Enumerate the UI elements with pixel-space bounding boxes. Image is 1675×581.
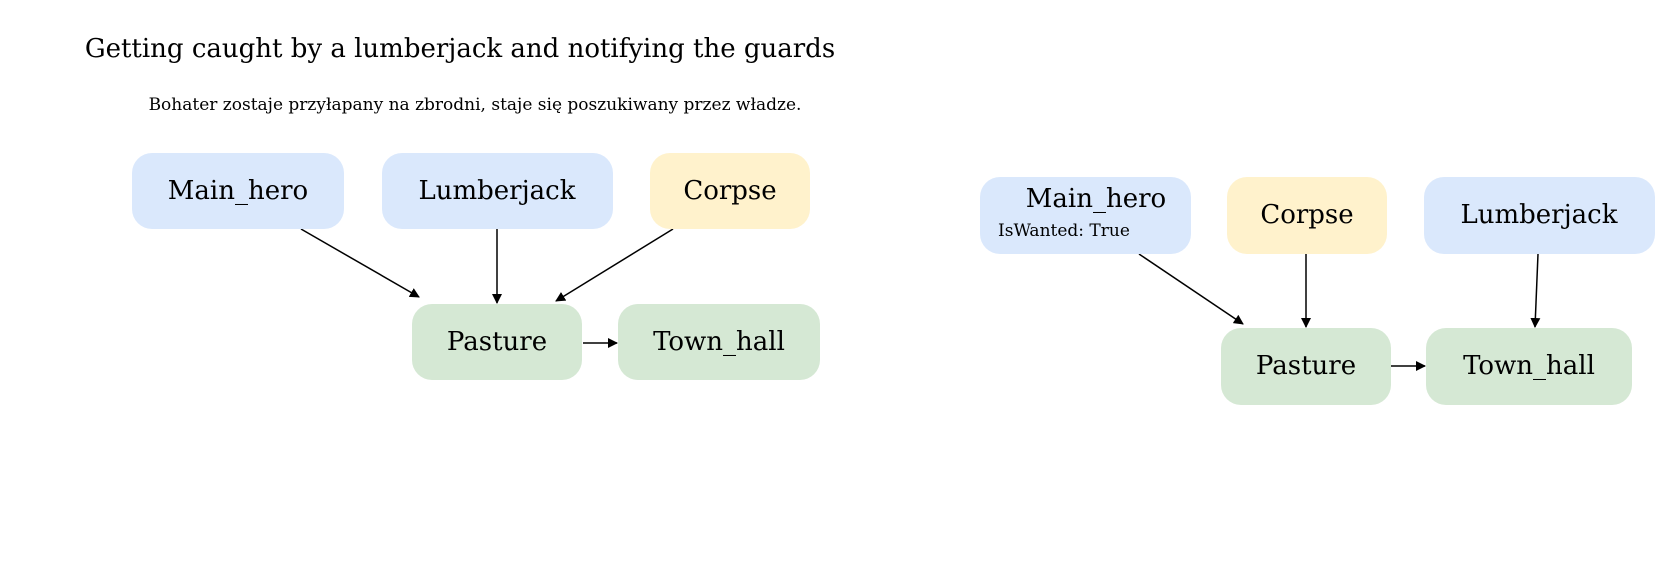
after-graph-edges: [1138, 253, 1541, 371]
edge-before-corpse-to-pasture: [555, 228, 674, 302]
node-label: Town_hall: [1463, 351, 1595, 381]
node-before-lumberjack: Lumberjack: [382, 153, 613, 229]
before-graph-edges: [300, 228, 674, 348]
node-after-pasture: Pasture: [1221, 328, 1391, 405]
node-label: Corpse: [683, 176, 776, 206]
after-graph-nodes: Main_hero IsWanted: True Corpse Lumberja…: [980, 177, 1655, 405]
edge-before-main-hero-to-pasture: [300, 228, 420, 298]
node-after-corpse: Corpse: [1227, 177, 1387, 254]
node-label: Main_hero: [1026, 184, 1166, 214]
node-label: Lumberjack: [1460, 200, 1617, 230]
node-label: Pasture: [447, 327, 547, 357]
node-after-main-hero: Main_hero IsWanted: True: [980, 177, 1191, 254]
node-before-town-hall: Town_hall: [618, 304, 820, 380]
node-before-main-hero: Main_hero: [132, 153, 344, 229]
node-label: Town_hall: [653, 327, 785, 357]
diagram-subtitle: Bohater zostaje przyłapany na zbrodni, s…: [149, 95, 802, 115]
node-label: Pasture: [1256, 351, 1356, 381]
node-after-lumberjack: Lumberjack: [1424, 177, 1655, 254]
edge-after-lumberjack-to-town-hall: [1530, 253, 1541, 328]
node-label: Main_hero: [168, 176, 308, 206]
diagram-title: Getting caught by a lumberjack and notif…: [85, 34, 835, 64]
node-before-pasture: Pasture: [412, 304, 582, 380]
node-before-corpse: Corpse: [650, 153, 810, 229]
before-graph-nodes: Main_hero Lumberjack Corpse Pasture Town…: [132, 153, 820, 380]
edge-after-main-hero-to-pasture: [1138, 253, 1244, 325]
node-after-town-hall: Town_hall: [1426, 328, 1632, 405]
node-attribute: IsWanted: True: [998, 221, 1130, 241]
node-label: Lumberjack: [418, 176, 575, 206]
node-label: Corpse: [1260, 200, 1353, 230]
